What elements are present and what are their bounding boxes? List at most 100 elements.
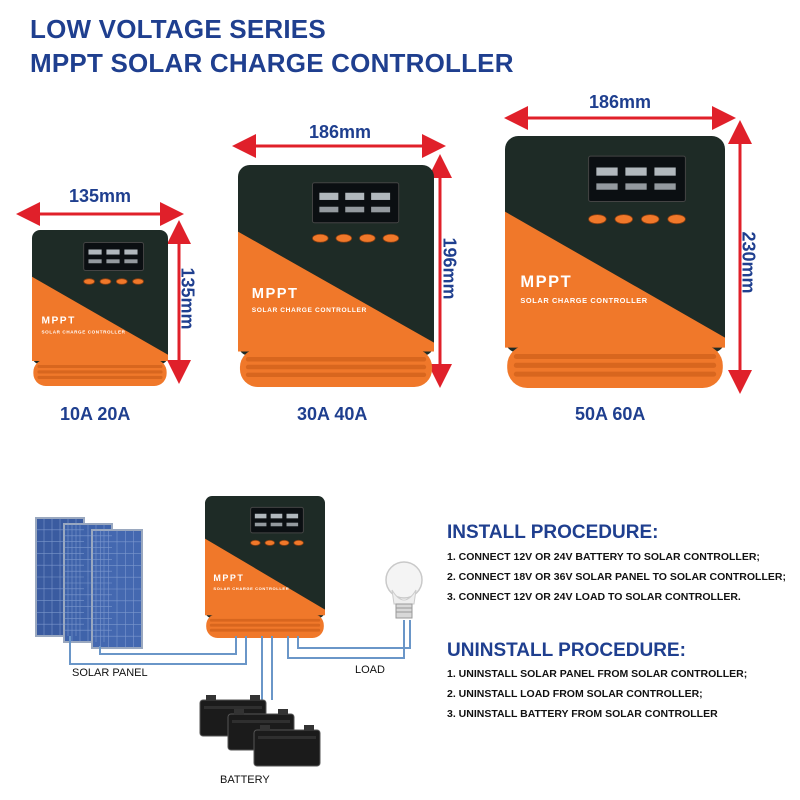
control-button (614, 214, 634, 225)
batteries (199, 695, 321, 767)
control-button (99, 278, 112, 285)
controller-large: MPPT SOLAR CHARGE CONTROLLER (505, 136, 725, 388)
base-ridge (513, 362, 717, 368)
control-button (250, 539, 261, 546)
controller-orange-panel (32, 276, 168, 362)
lcd-segment (625, 167, 647, 176)
install-step-3: 3. CONNECT 12V OR 24V LOAD TO SOLAR CONT… (447, 591, 741, 603)
battery-3 (253, 729, 321, 767)
base-ridge (245, 372, 427, 378)
battery-stripe (258, 736, 316, 739)
controller-medium: MPPT SOLAR CHARGE CONTROLLER (238, 165, 434, 387)
lcd-segment (254, 513, 267, 519)
uninstall-title: UNINSTALL PROCEDURE: (447, 640, 686, 661)
load-label: LOAD (355, 664, 385, 676)
lcd-segment (654, 167, 676, 176)
lcd-segment (88, 259, 102, 264)
battery-label: BATTERY (220, 774, 270, 786)
brand-text: MPPT (520, 273, 572, 291)
control-button (279, 539, 290, 546)
lcd-segment (319, 192, 339, 200)
lcd-segment (625, 183, 647, 190)
base-ridge (245, 364, 427, 370)
control-button (359, 233, 376, 243)
control-button (293, 539, 304, 546)
lcd-segment (345, 192, 365, 200)
lcd-segment (286, 522, 299, 527)
control-button (641, 214, 660, 225)
uninstall-step-1: 1. UNINSTALL SOLAR PANEL FROM SOLAR CONT… (447, 668, 748, 680)
solar-panel-label: SOLAR PANEL (72, 667, 148, 679)
lcd-segment (270, 513, 283, 519)
lcd-segment (124, 259, 138, 264)
battery-terminal (278, 709, 288, 715)
lcd-segment (654, 183, 676, 190)
lcd-segment (596, 183, 618, 190)
subtitle-text: SOLAR CHARGE CONTROLLER (213, 586, 289, 591)
brand-text: MPPT (252, 286, 299, 302)
battery-terminal (234, 709, 244, 715)
control-button (132, 278, 144, 285)
lcd-segment (88, 249, 102, 255)
base-ridge (513, 353, 717, 360)
lcd-screen (83, 241, 145, 272)
battery-stripe (232, 720, 290, 723)
height-label-medium: 196mm (439, 237, 460, 300)
control-button (115, 278, 128, 285)
lcd-segment (319, 206, 339, 213)
battery-terminal (260, 725, 270, 731)
base-ridge (37, 375, 163, 379)
controller-orange-panel (238, 231, 434, 352)
controller-diagram: MPPT SOLAR CHARGE CONTROLLER (205, 496, 325, 638)
lcd-segment (345, 206, 365, 213)
base-ridge (209, 618, 321, 622)
battery-stripe (204, 706, 262, 709)
control-button (335, 233, 353, 243)
subtitle-text: SOLAR CHARGE CONTROLLER (252, 307, 367, 314)
model-label-medium: 30A 40A (297, 404, 368, 424)
width-label-medium: 186mm (308, 122, 372, 142)
subtitle-text: SOLAR CHARGE CONTROLLER (520, 296, 647, 305)
solar-panels (35, 517, 143, 649)
lcd-screen (311, 182, 400, 224)
control-button (382, 233, 400, 243)
control-button (83, 278, 95, 285)
base-ridge (37, 364, 163, 369)
install-step-1: 1. CONNECT 12V OR 24V BATTERY TO SOLAR C… (447, 551, 760, 563)
controller-orange-panel (505, 211, 725, 348)
lcd-segment (106, 249, 120, 255)
base-ridge (37, 370, 163, 374)
control-button (264, 539, 276, 546)
title-line-1: LOW VOLTAGE SERIES (30, 14, 326, 44)
height-label-small: 135mm (177, 267, 198, 330)
height-label-large: 230mm (738, 231, 759, 294)
base-ridge (513, 371, 717, 377)
brand-text: MPPT (42, 316, 76, 327)
lcd-segment (596, 167, 618, 176)
width-label-small: 135mm (68, 186, 132, 206)
lcd-segment (286, 513, 299, 519)
lcd-segment (371, 206, 391, 213)
base-ridge (245, 357, 427, 362)
battery-terminal (304, 725, 314, 731)
wires (69, 620, 411, 700)
lcd-segment (270, 522, 283, 527)
width-label-large: 186mm (588, 92, 652, 112)
lcd-segment (106, 259, 120, 264)
model-label-large: 50A 60A (575, 404, 646, 424)
light-bulb-icon (385, 561, 423, 619)
control-button (667, 214, 686, 225)
control-button (312, 233, 329, 243)
battery-terminal (206, 695, 216, 701)
lcd-screen (588, 155, 686, 203)
brand-text: MPPT (213, 573, 244, 583)
base-ridge (209, 628, 321, 632)
install-title: INSTALL PROCEDURE: (447, 522, 659, 543)
controller-orange-panel (205, 538, 325, 616)
uninstall-step-2: 2. UNINSTALL LOAD FROM SOLAR CONTROLLER; (447, 688, 703, 700)
battery-terminal (250, 695, 260, 701)
install-step-2: 2. CONNECT 18V OR 36V SOLAR PANEL TO SOL… (447, 571, 786, 583)
model-label-small: 10A 20A (60, 404, 131, 424)
